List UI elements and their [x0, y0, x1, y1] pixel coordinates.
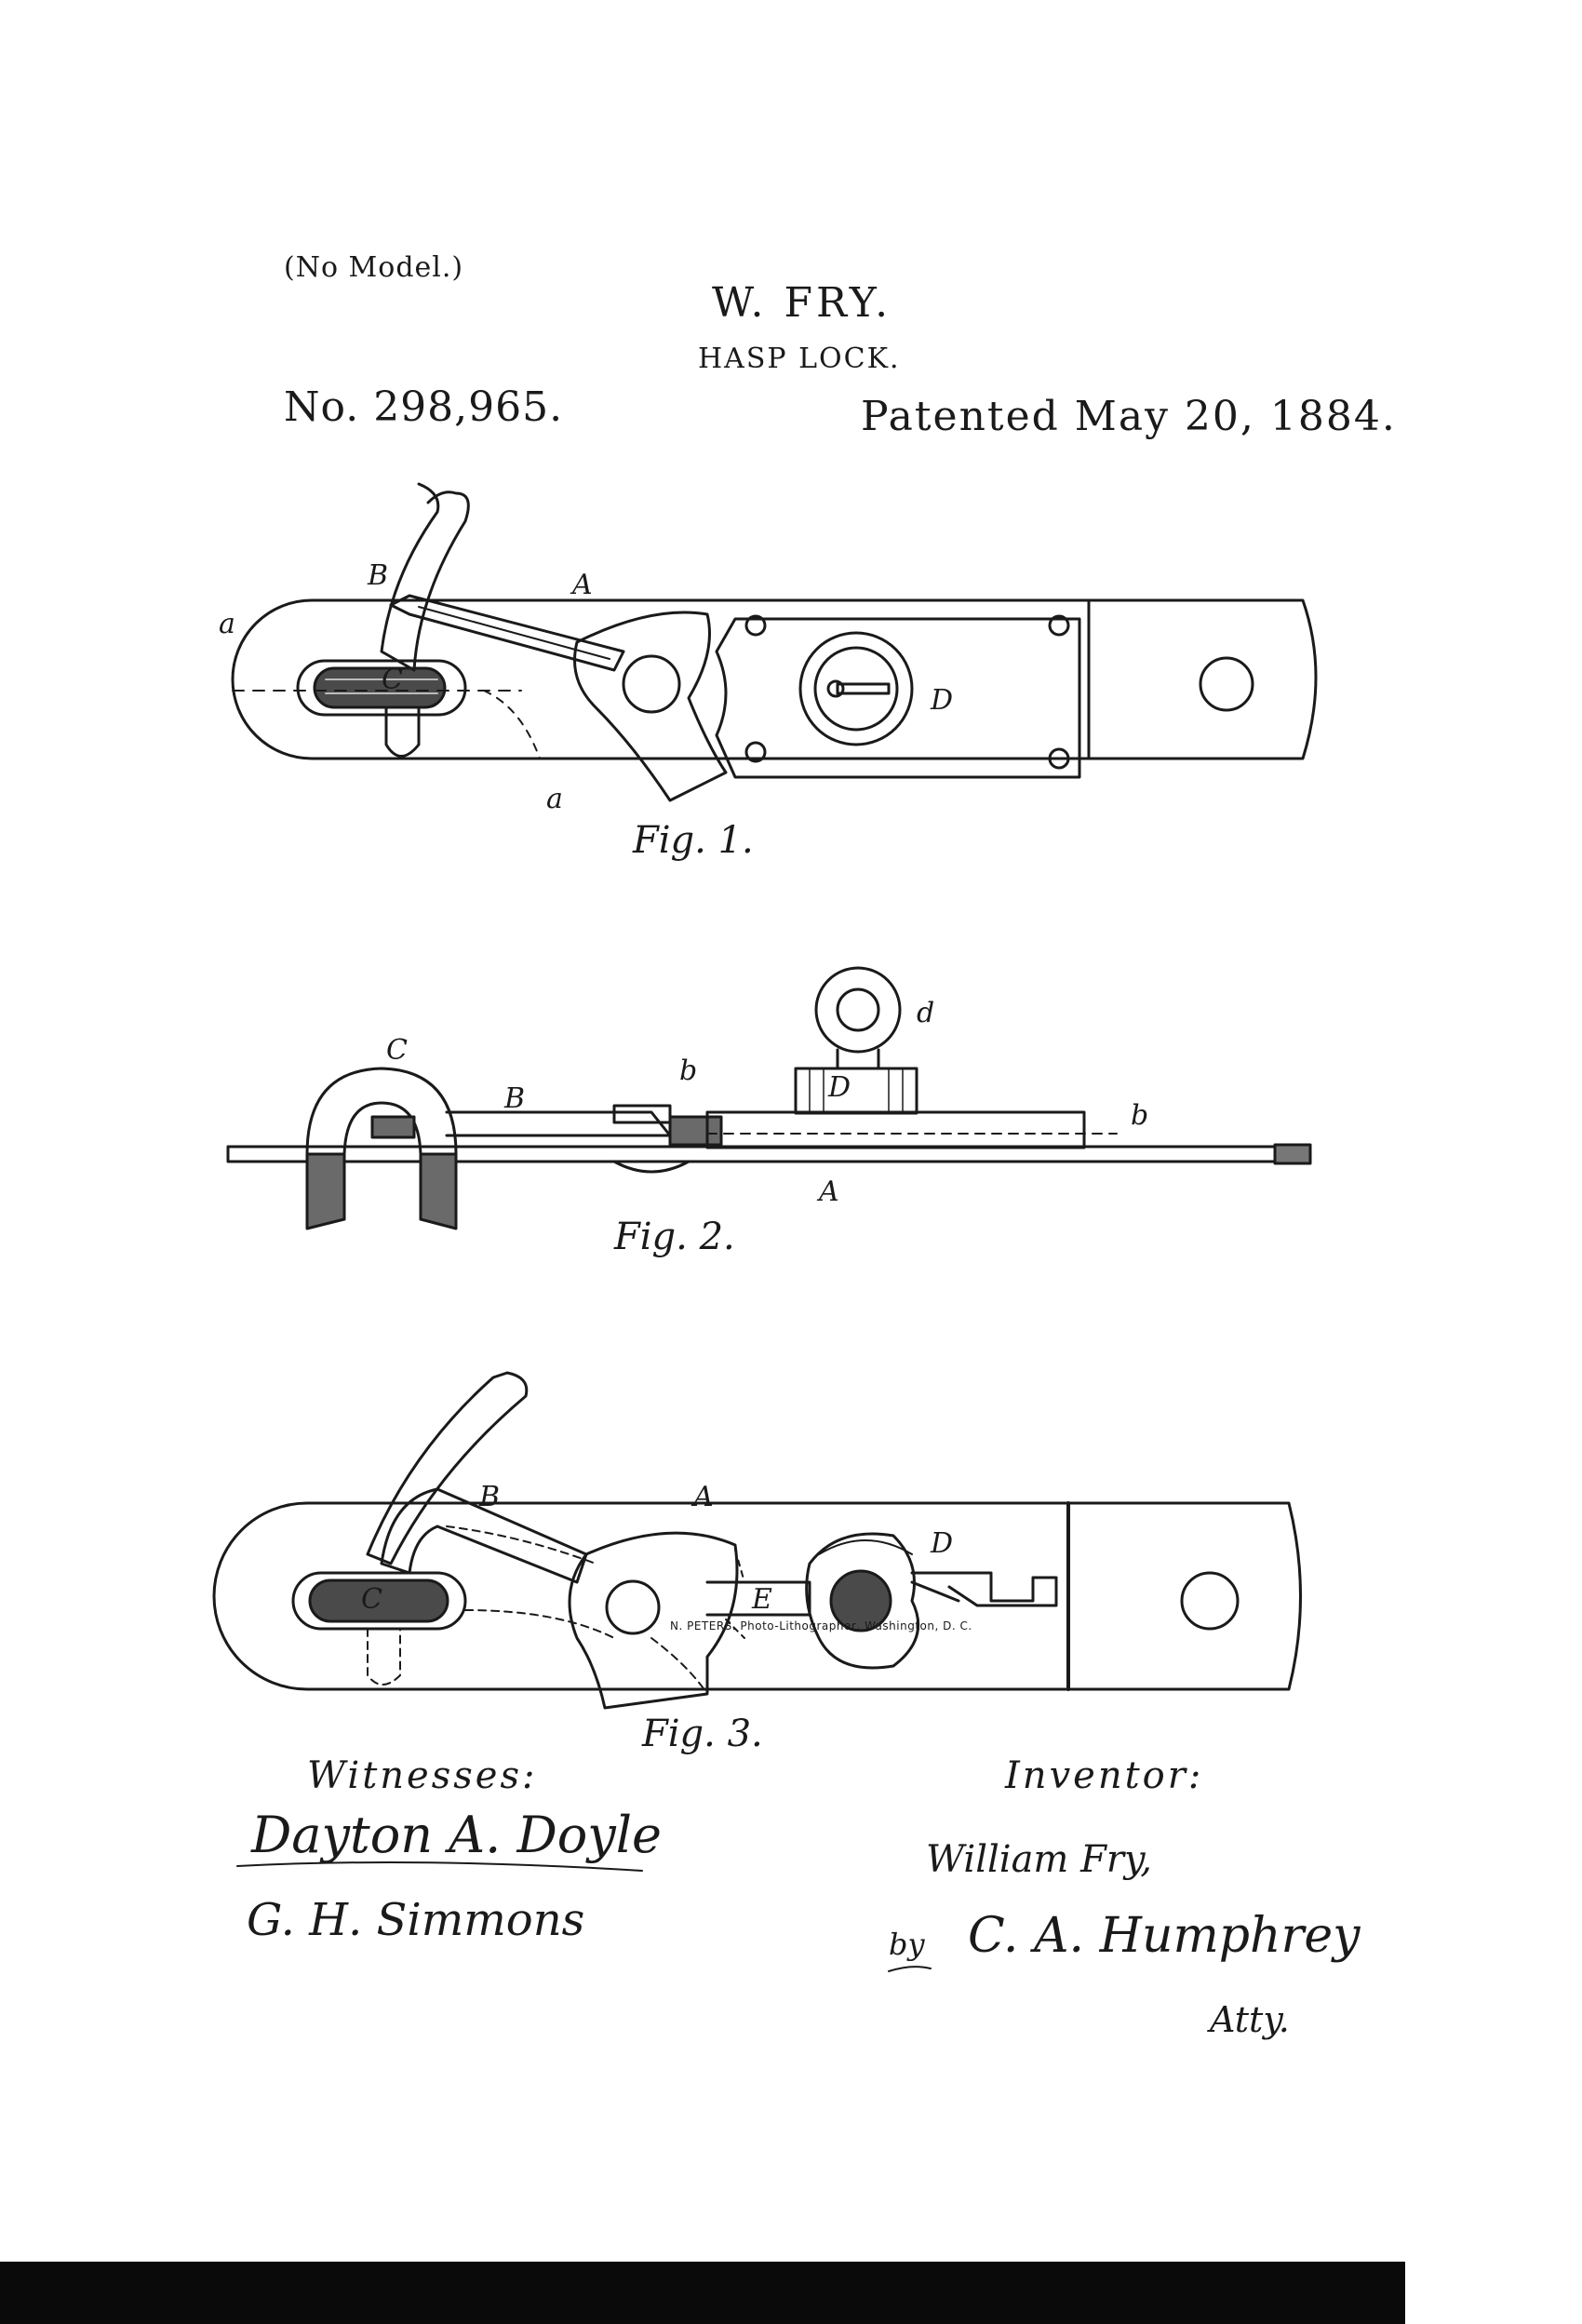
fig1-hole: [1199, 656, 1254, 712]
fig2-label-d-small: d: [917, 997, 934, 1029]
fig3-slot: [291, 1571, 467, 1631]
fig2-lock-case: [705, 1110, 1086, 1149]
fig2-key-barrel: [794, 1067, 918, 1115]
fig2-label-b-lower: b: [679, 1055, 697, 1087]
witness-2-signature: G. H. Simmons: [247, 1894, 585, 1946]
fig3-label-e: E: [751, 1583, 772, 1616]
fig2-key-bow: [814, 966, 902, 1054]
fig1-hook: [380, 482, 470, 672]
fig1-keyhole: [836, 682, 891, 695]
fig1-label-a-upper: A: [570, 569, 593, 601]
fig2-label-a: A: [816, 1175, 839, 1208]
witnesses-label: Witnesses:: [307, 1754, 538, 1797]
fig1-hasp-plate: [231, 598, 1318, 760]
fig2-label-d: D: [827, 1071, 851, 1104]
fig1-cam: [573, 611, 728, 802]
patent-number: No. 298,965.: [284, 383, 564, 431]
inventor-label: Inventor:: [1005, 1754, 1204, 1797]
fig2-caption: Fig. 2.: [614, 1216, 735, 1258]
fig1-label-b: B: [367, 559, 388, 592]
figure-3: B A C E D: [212, 1371, 1302, 1710]
lithographer-credit: N. PETERS. Photo-Lithographer, Washingto…: [670, 1619, 972, 1632]
fig1-lock-case: [715, 617, 1081, 779]
fig3-hasp-plate: [212, 1501, 1302, 1691]
fig3-tumbler: [805, 1532, 920, 1670]
fig3-hook-upper: [366, 1371, 529, 1565]
fig3-hole: [1180, 1571, 1240, 1631]
figure-2: C B b d D b A: [226, 966, 1312, 1230]
fig1-label-a-top: a: [219, 608, 235, 640]
fig3-bolt: [705, 1580, 811, 1617]
fig2-staple: [305, 1067, 458, 1221]
witness-1-signature: Dayton A. Doyle: [251, 1806, 663, 1864]
fig2-label-b-upper: B: [503, 1082, 525, 1115]
invention-title: HASP LOCK.: [698, 343, 901, 375]
figure-1: a B A C a D: [219, 482, 1318, 815]
fig2-label-c: C: [386, 1034, 408, 1067]
fig1-pivot: [622, 654, 681, 714]
fig3-label-a: A: [690, 1481, 714, 1513]
fig1-keyhole-plate: [798, 631, 914, 746]
fig3-cam: [568, 1531, 739, 1710]
fig3-label-c: C: [361, 1583, 382, 1616]
fig2-label-b-right: b: [1131, 1099, 1148, 1132]
model-note: (No Model.): [284, 251, 464, 284]
attorney-title: Atty.: [1210, 1999, 1290, 2040]
fig1-caption: Fig. 1.: [633, 819, 754, 862]
fig1-label-a-bottom: a: [546, 783, 563, 815]
attorney-signature: C. A. Humphrey: [968, 1908, 1361, 1964]
inventor-heading: W. FRY.: [712, 279, 892, 327]
fig1-label-d: D: [930, 684, 953, 717]
by-label: by: [889, 1927, 925, 1962]
fig3-caption: Fig. 3.: [642, 1713, 763, 1755]
fig3-pivot: [605, 1579, 661, 1635]
fig1-arm: [389, 594, 625, 672]
inventor-signature: William Fry,: [926, 1838, 1152, 1881]
fig3-label-d: D: [930, 1527, 953, 1560]
patent-date: Patented May 20, 1884.: [861, 393, 1397, 440]
fig1-label-c: C: [382, 664, 403, 696]
witness-flourish: [236, 1861, 643, 1872]
scan-edge-bar: [0, 2262, 1405, 2324]
fig3-latch: [910, 1571, 1058, 1607]
fig1-slot: [296, 659, 467, 717]
fig3-label-b: B: [478, 1481, 500, 1513]
